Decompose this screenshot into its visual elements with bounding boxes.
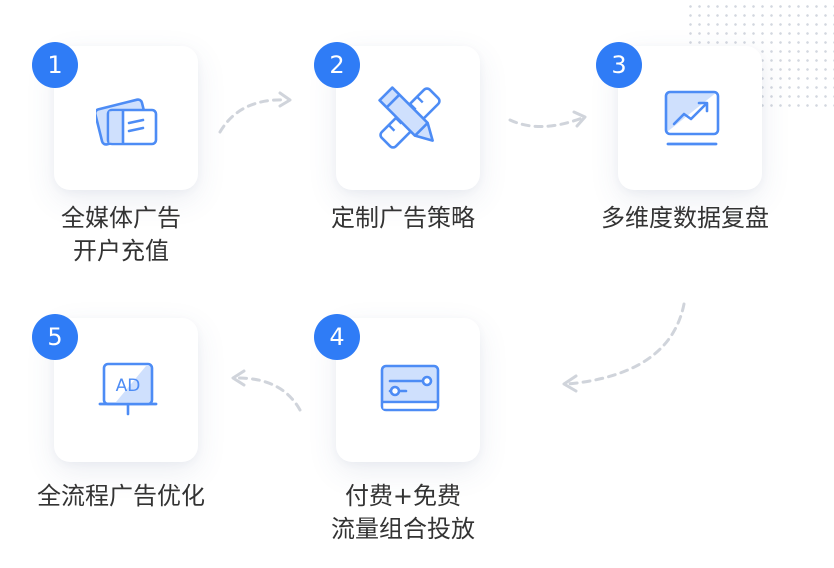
step-label-line: 付费+免费: [344, 482, 462, 510]
ad-board-text: AD: [116, 376, 141, 396]
step-label-line: 全媒体广告: [61, 204, 181, 232]
step-icon-card: [336, 318, 480, 462]
step-icon-card: [618, 46, 762, 190]
step-label-line: 开户充值: [73, 237, 169, 265]
step-label: 全流程广告优化: [16, 480, 226, 513]
step-number-badge: 2: [314, 42, 360, 88]
arrow-1-to-2: [218, 91, 292, 134]
step-number-badge: 5: [32, 314, 78, 360]
arrow-4-to-5: [231, 369, 302, 412]
step-icon-card: [336, 46, 480, 190]
ad-board-icon: AD: [98, 362, 158, 416]
step-number-badge: 3: [596, 42, 642, 88]
data-chart-icon: [664, 90, 720, 146]
step-icon-card: AD: [54, 318, 198, 462]
step-label: 全媒体广告 开户充值: [16, 202, 226, 268]
step-number-badge: 4: [314, 314, 360, 360]
step-label-line: 流量组合投放: [331, 515, 475, 543]
ad-cards-icon: [96, 98, 158, 146]
ruler-pencil-icon: [378, 86, 441, 149]
arrow-3-to-4: [562, 302, 686, 393]
step-label: 多维度数据复盘: [580, 202, 790, 235]
step-icon-card: [54, 46, 198, 190]
step-4: 4 付费+免费 流量组合投放: [298, 272, 508, 543]
step-1: 1 全媒体广告 开户充值: [16, 0, 226, 265]
step-label-line: 全流程广告优化: [37, 482, 205, 510]
step-2: 2 定制广告策略: [298, 0, 508, 240]
ticket-card-icon: [380, 364, 440, 412]
step-label-line: 多维度数据复盘: [601, 204, 769, 232]
step-5: 5 AD 全流程广告优化: [16, 272, 226, 512]
step-3: 3 多维度数据复盘: [580, 0, 790, 240]
step-number-badge: 1: [32, 42, 78, 88]
step-label: 定制广告策略: [298, 202, 508, 235]
step-label: 付费+免费 流量组合投放: [298, 480, 508, 546]
arrow-2-to-3: [508, 110, 587, 129]
step-label-line: 定制广告策略: [331, 204, 475, 232]
